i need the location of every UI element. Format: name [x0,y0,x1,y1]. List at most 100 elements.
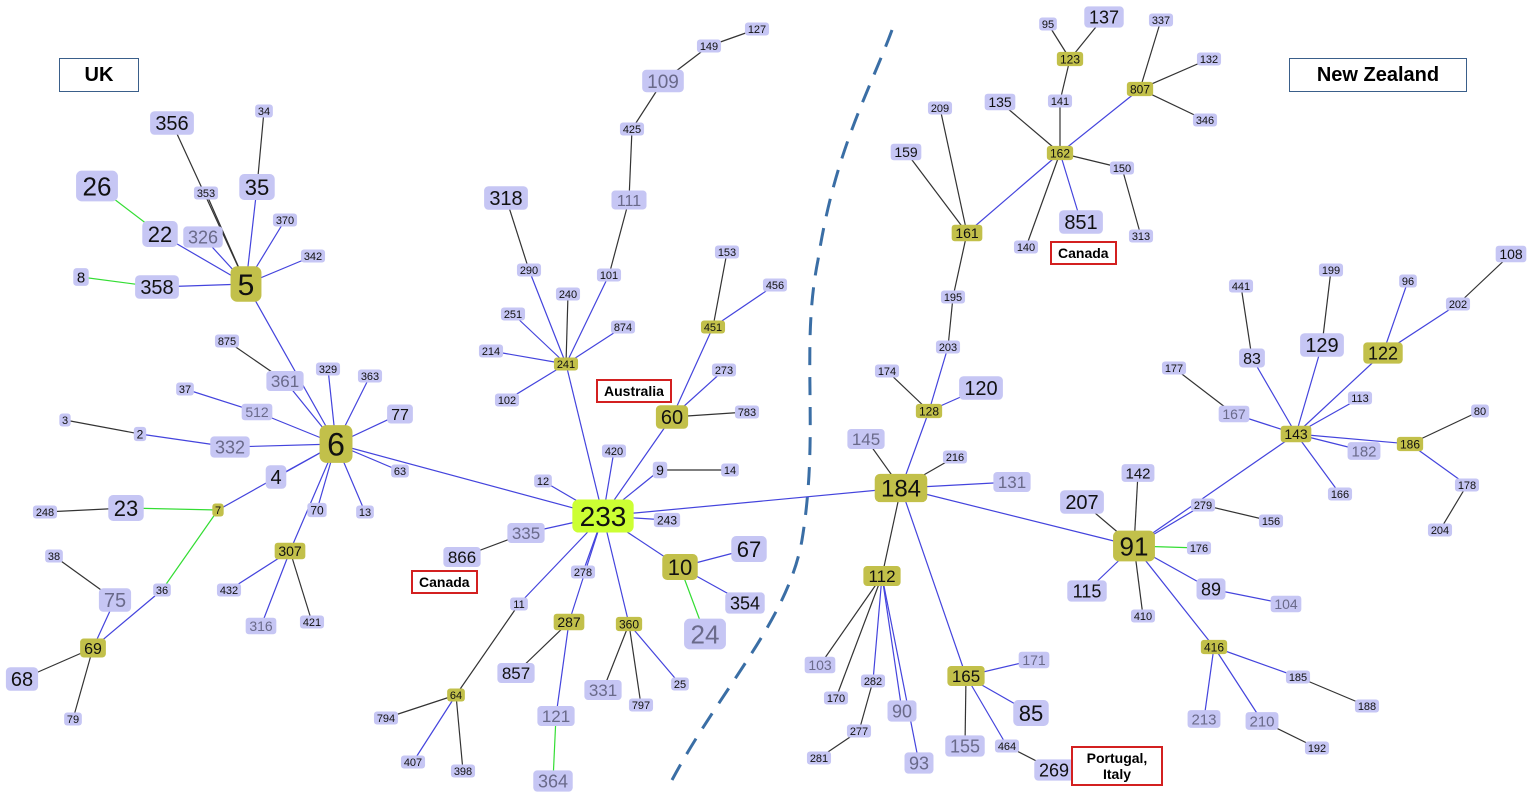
edge-282-277 [858,680,874,732]
node-34: 34 [255,104,273,118]
node-label-794: 794 [377,713,395,725]
node-label-356: 356 [155,113,188,135]
node-label-342: 342 [304,251,322,263]
edge-64-11 [455,603,520,696]
node-104: 104 [1270,595,1302,613]
node-5: 5 [230,266,262,302]
node-box-93 [904,752,934,774]
node-box-141 [1047,94,1073,108]
edge-337-807 [1139,19,1162,90]
edge-331-360 [602,623,630,691]
edge-112-90 [881,575,903,712]
node-label-318: 318 [489,188,522,210]
node-25: 25 [671,677,689,691]
node-140: 140 [1013,240,1039,254]
edge-122-143 [1295,352,1384,435]
node-38: 38 [45,549,63,563]
node-36: 36 [153,583,171,597]
edge-209-161 [939,107,968,234]
node-109: 109 [642,69,684,93]
node-label-277: 277 [850,726,868,738]
node-label-326: 326 [188,227,218,247]
node-box-129 [1300,333,1344,357]
node-box-80 [1471,404,1489,418]
node-box-279 [1190,498,1216,512]
node-box-174 [874,364,900,378]
node-label-195: 195 [944,292,962,304]
node-425: 425 [619,122,645,136]
node-box-186 [1396,436,1424,452]
node-box-176 [1186,541,1212,555]
node-label-4: 4 [270,467,281,489]
node-box-127 [744,22,770,36]
node-box-783 [734,405,760,419]
node-box-207 [1060,490,1104,514]
node-label-167: 167 [1222,406,1246,422]
node-label-128: 128 [919,404,939,418]
node-label-857: 857 [502,664,530,683]
node-box-875 [214,334,240,348]
node-label-140: 140 [1017,242,1035,254]
node-box-167 [1218,405,1250,423]
node-label-102: 102 [498,395,516,407]
node-label-159: 159 [894,144,918,160]
edge-101-241 [565,274,610,365]
node-159: 159 [890,143,922,161]
node-354: 354 [725,592,765,614]
edge-112-282 [872,575,883,682]
edge-143-91 [1133,433,1297,547]
node-label-37: 37 [179,384,191,396]
node-box-132 [1196,52,1222,66]
node-box-416 [1200,639,1228,655]
node-83: 83 [1239,348,1265,368]
node-363: 363 [357,369,383,383]
node-12: 12 [534,474,552,488]
node-155: 155 [945,735,985,757]
node-box-77 [387,404,413,424]
node-box-161 [951,224,983,242]
node-box-199 [1318,263,1344,277]
node-132: 132 [1196,52,1222,66]
node-label-360: 360 [619,617,639,631]
node-label-5: 5 [238,269,255,302]
node-3: 3 [59,413,71,427]
node-68: 68 [5,667,39,691]
node-202: 202 [1445,297,1471,311]
node-label-240: 240 [559,289,577,301]
node-170: 170 [823,691,849,705]
node-783: 783 [734,405,760,419]
node-label-241: 241 [557,359,575,371]
node-label-451: 451 [704,322,722,334]
node-label-210: 210 [1249,713,1274,730]
node-label-69: 69 [84,641,102,658]
node-box-159 [890,143,922,161]
node-7: 7 [212,503,224,517]
node-70: 70 [307,502,327,517]
node-label-420: 420 [605,446,623,458]
node-75: 75 [98,588,132,612]
node-label-123: 123 [1060,52,1080,66]
node-box-89 [1196,578,1226,600]
node-box-113 [1347,391,1373,405]
edge-121-287 [555,621,570,717]
node-128: 128 [915,403,943,418]
node-label-109: 109 [647,72,679,93]
node-857: 857 [497,662,535,683]
node-label-93: 93 [909,753,929,773]
node-label-398: 398 [454,766,472,778]
node-115: 115 [1067,580,1107,602]
node-box-150 [1109,161,1135,175]
edge-184-112 [881,487,902,577]
node-331: 331 [584,679,622,700]
node-label-64: 64 [450,690,462,702]
node-356: 356 [150,111,194,135]
node-label-9: 9 [656,462,664,478]
node-label-24: 24 [691,619,720,649]
node-label-313: 313 [1132,231,1150,243]
node-label-421: 421 [303,617,321,629]
node-210: 210 [1245,712,1279,730]
edge-421-307 [289,550,313,623]
node-233: 233 [572,499,634,533]
node-label-243: 243 [657,513,677,527]
edge-6-233 [335,443,604,517]
